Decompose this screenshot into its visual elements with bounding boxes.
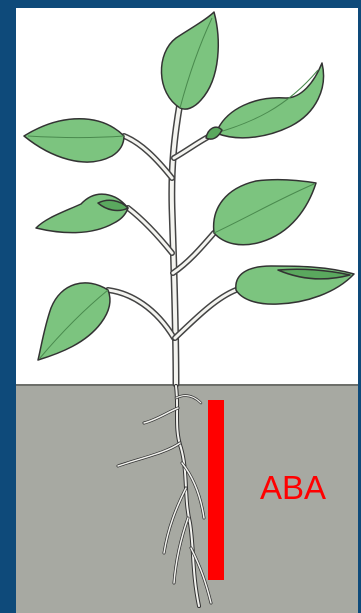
branch-upper-left [124, 136, 172, 178]
branch-lower-left [108, 290, 174, 338]
leaf-upper-right [216, 63, 324, 138]
aba-signal-bar [208, 400, 224, 580]
leaf-top [161, 12, 218, 109]
aba-label: ABA [260, 471, 326, 504]
taproot [176, 386, 199, 606]
leaf-upper-left [24, 119, 124, 162]
lateral-root-4 [164, 488, 186, 553]
lateral-root-5 [174, 518, 188, 583]
plant-illustration [16, 8, 358, 613]
leaf-mid-left [36, 194, 128, 233]
leaf-mid-right [214, 180, 316, 245]
diagram-panel: ABA [16, 8, 358, 613]
